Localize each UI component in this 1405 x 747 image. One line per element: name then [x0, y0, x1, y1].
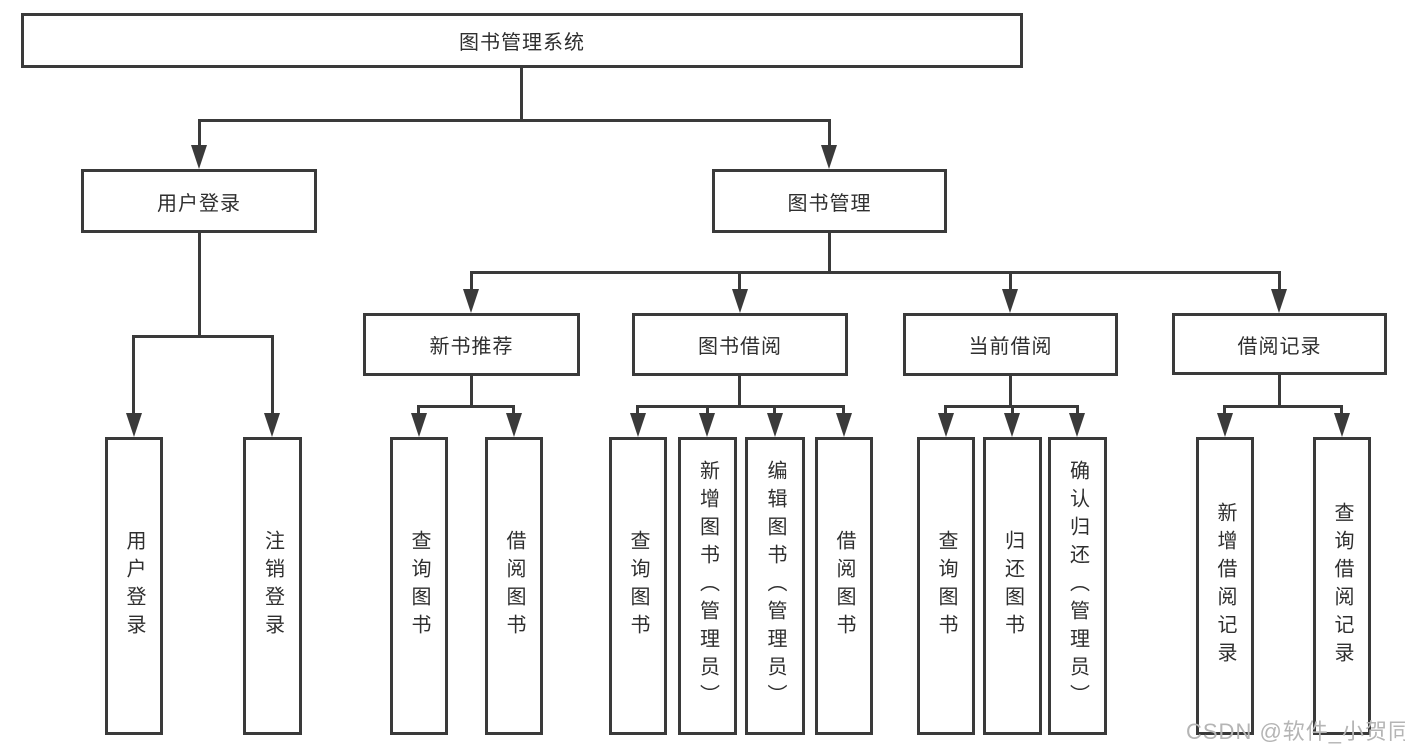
arrow-down-icon	[1002, 289, 1018, 313]
node-label: 图书管理系统	[459, 32, 585, 54]
connector-v	[198, 233, 201, 337]
node-book-borrow: 图书借阅	[632, 313, 848, 376]
arrow-down-icon	[938, 413, 954, 437]
leaf-label: 用户登录	[123, 530, 145, 642]
leaf-label: 编辑图书（管理员）	[764, 460, 786, 712]
connector-v	[512, 405, 515, 415]
leaf-add-book-admin: 新增图书（管理员）	[678, 437, 737, 735]
csdn-watermark: CSDN @软件_小贺同学	[1186, 719, 1405, 744]
connector-h	[1223, 405, 1343, 408]
connector-v	[1011, 405, 1014, 415]
arrow-down-icon	[1069, 413, 1085, 437]
leaf-label: 新增图书（管理员）	[696, 460, 719, 712]
node-label: 图书管理	[787, 192, 872, 215]
connector-v	[706, 405, 709, 415]
connector-v	[738, 271, 741, 291]
connector-v	[1340, 405, 1343, 415]
arrow-down-icon	[1004, 413, 1020, 437]
connector-v	[1009, 376, 1012, 407]
arrow-down-icon	[732, 289, 748, 313]
leaf-label: 查询借阅记录	[1331, 502, 1353, 670]
connector-v	[470, 271, 473, 291]
leaf-label: 归还图书	[1001, 530, 1024, 642]
node-label: 图书借阅	[698, 336, 782, 358]
node-book-management: 图书管理	[712, 169, 947, 233]
arrow-down-icon	[630, 413, 646, 437]
connector-v	[1223, 405, 1226, 415]
leaf-label: 确认归还（管理员）	[1066, 460, 1089, 712]
connector-h	[636, 405, 845, 408]
connector-v	[636, 405, 639, 415]
connector-v	[773, 405, 776, 415]
leaf-label: 借阅图书	[503, 530, 525, 642]
arrow-down-icon	[463, 289, 479, 313]
connector-h	[417, 405, 515, 408]
node-current-borrow: 当前借阅	[903, 313, 1118, 376]
connector-v	[1009, 271, 1012, 291]
leaf-label: 查询图书	[627, 530, 649, 642]
leaf-query-books-2: 查询图书	[609, 437, 667, 735]
connector-v	[944, 405, 947, 415]
node-label: 新书推荐	[429, 336, 514, 358]
connector-v	[470, 376, 473, 407]
node-borrow-records: 借阅记录	[1172, 313, 1387, 375]
leaf-borrow-books: 借阅图书	[485, 437, 543, 735]
leaf-return-book: 归还图书	[983, 437, 1042, 735]
arrow-down-icon	[1217, 413, 1233, 437]
arrow-down-icon	[1334, 413, 1350, 437]
node-label: 当前借阅	[968, 336, 1053, 358]
leaf-query-books: 查询图书	[390, 437, 448, 735]
leaf-label: 查询图书	[408, 530, 430, 642]
leaf-add-borrow-record: 新增借阅记录	[1196, 437, 1254, 735]
node-library-management-system: 图书管理系统	[21, 13, 1023, 68]
arrow-down-icon	[767, 413, 783, 437]
node-label: 借阅记录	[1237, 335, 1322, 358]
arrow-down-icon	[264, 413, 280, 437]
node-user-login: 用户登录	[81, 169, 317, 233]
arrow-down-icon	[821, 145, 837, 169]
connector-v	[520, 66, 523, 121]
connector-v	[417, 405, 420, 415]
connector-v	[132, 335, 135, 413]
leaf-user-login: 用户登录	[105, 437, 163, 735]
connector-v	[828, 119, 831, 147]
connector-h	[198, 119, 831, 122]
node-new-book-recommend: 新书推荐	[363, 313, 580, 376]
leaf-borrow-books-2: 借阅图书	[815, 437, 873, 735]
arrow-down-icon	[699, 413, 715, 437]
leaf-query-books-3: 查询图书	[917, 437, 975, 735]
connector-h	[132, 335, 274, 338]
connector-v	[271, 335, 274, 413]
arrow-down-icon	[411, 413, 427, 437]
connector-h	[470, 271, 1280, 274]
leaf-label: 借阅图书	[833, 530, 855, 642]
connector-v	[198, 119, 201, 147]
connector-v	[842, 405, 845, 415]
leaf-label: 新增借阅记录	[1214, 502, 1236, 670]
leaf-label: 注销登录	[261, 530, 284, 642]
connector-v	[1076, 405, 1079, 415]
arrow-down-icon	[506, 413, 522, 437]
node-label: 用户登录	[157, 192, 241, 215]
leaf-confirm-return-admin: 确认归还（管理员）	[1048, 437, 1107, 735]
connector-v	[828, 233, 831, 273]
arrow-down-icon	[836, 413, 852, 437]
leaf-label: 查询图书	[935, 530, 957, 642]
leaf-query-borrow-record: 查询借阅记录	[1313, 437, 1371, 735]
connector-v	[738, 376, 741, 407]
leaf-edit-book-admin: 编辑图书（管理员）	[745, 437, 805, 735]
arrow-down-icon	[191, 145, 207, 169]
leaf-logout: 注销登录	[243, 437, 302, 735]
connector-v	[1278, 271, 1281, 291]
connector-v	[1278, 375, 1281, 407]
arrow-down-icon	[1271, 289, 1287, 313]
arrow-down-icon	[126, 413, 142, 437]
